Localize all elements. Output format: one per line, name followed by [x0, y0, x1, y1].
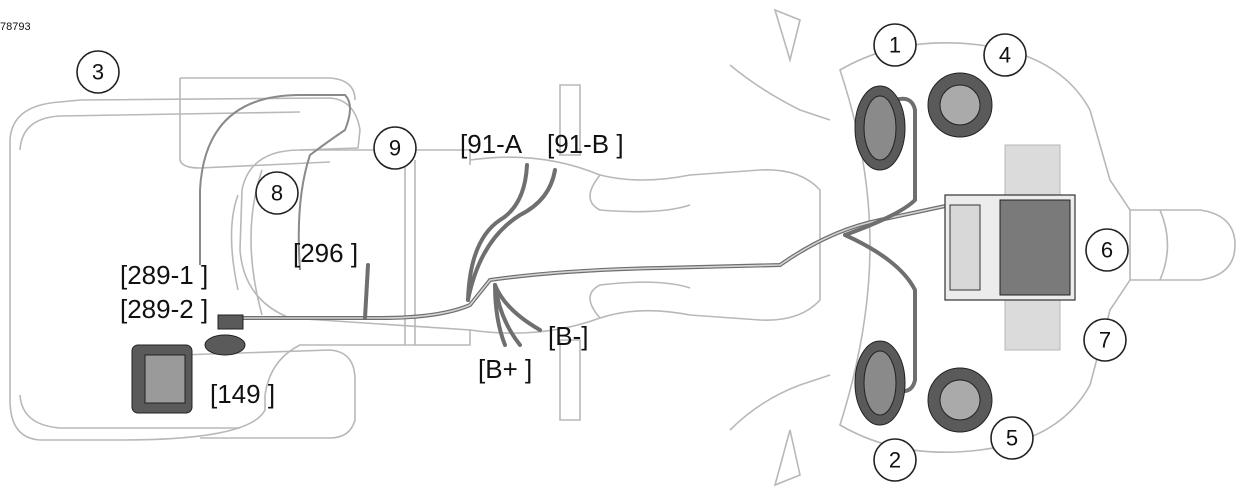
callout-6: 6: [1085, 228, 1129, 272]
connector-label-296: [296 ]: [293, 238, 358, 268]
connector-label-149: [149 ]: [210, 379, 275, 409]
svg-text:6: 6: [1101, 238, 1113, 263]
wiring-harness: [199, 94, 952, 394]
connector-label-289-1: [289-1 ]: [120, 260, 208, 290]
svg-text:4: 4: [999, 43, 1011, 68]
svg-text:3: 3: [92, 60, 104, 85]
fairing-speaker-right: [927, 367, 993, 433]
callout-5: 5: [990, 416, 1034, 460]
svg-text:9: 9: [389, 136, 401, 161]
callout-7: 7: [1083, 318, 1127, 362]
front-speaker-left: [854, 85, 906, 171]
callout-4: 4: [983, 33, 1027, 77]
amplifier: [944, 144, 1076, 351]
svg-text:8: 8: [271, 181, 283, 206]
callout-9: 9: [373, 126, 417, 170]
connector-label-b-minus: [B-]: [548, 321, 588, 351]
fairing-speaker-left: [927, 72, 993, 138]
callout-8: 8: [255, 171, 299, 215]
svg-text:2: 2: [889, 448, 901, 473]
rear-module: [131, 314, 246, 414]
callout-2: 2: [873, 438, 917, 482]
connector-label-289-2: [289-2 ]: [120, 294, 208, 324]
svg-text:1: 1: [889, 33, 901, 58]
connector-label-91a: [91-A: [460, 129, 523, 159]
callout-1: 1: [873, 23, 917, 67]
figure-number: 78793: [0, 21, 31, 33]
svg-text:5: 5: [1006, 426, 1018, 451]
connector-label-b-plus: [B+ ]: [478, 354, 532, 384]
callout-3: 3: [76, 50, 120, 94]
svg-text:7: 7: [1099, 328, 1111, 353]
front-speaker-right: [854, 340, 906, 426]
connector-label-91b: [91-B ]: [547, 129, 624, 159]
